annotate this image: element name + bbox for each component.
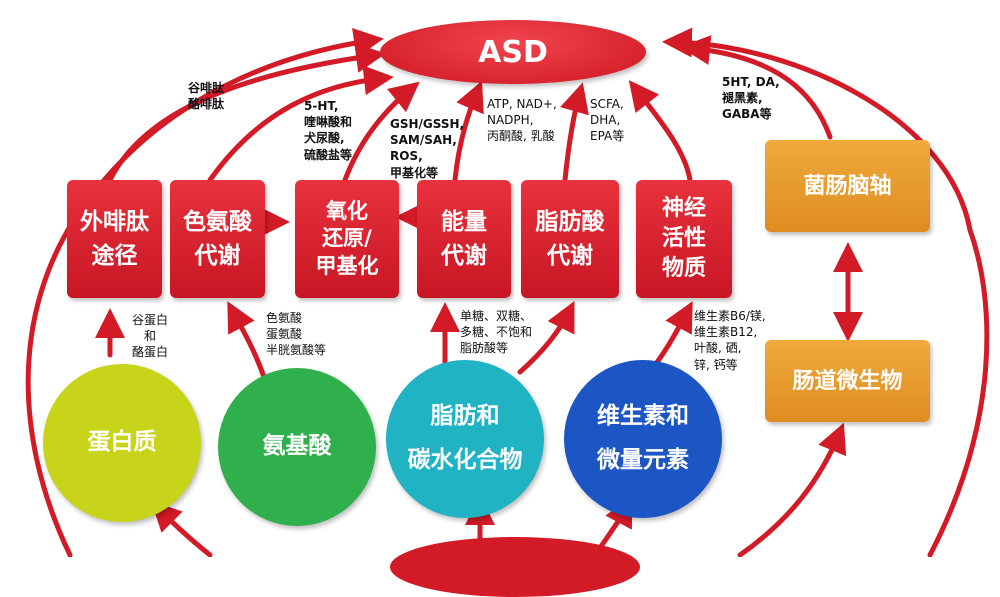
label-redox-products: GSH/GSSH, SAM/SAH, ROS, 甲基化等 [390, 117, 465, 180]
fat-carbohydrate-node: 脂肪和 碳水化合物 [386, 360, 544, 518]
label-sugars: 单糖、双糖、 多糖、不饱和 脂肪酸等 [460, 309, 533, 356]
amino-acid-node: 氨基酸 [218, 368, 376, 526]
label-fatty-products: SCFA, DHA, EPA等 [590, 97, 625, 144]
tryptophan-metabolism: 色氨酸 代谢 [170, 180, 265, 298]
arrow-redox-to-asd [342, 81, 420, 183]
energy-metabolism: 能量 代谢 [417, 180, 511, 298]
asd-node: ASD [380, 20, 646, 84]
label-neuro-products: 5HT, DA, 褪黑素, GABA等 [722, 75, 780, 122]
arrow-bottom-to-microbiota [737, 422, 847, 557]
diagram-arrows [25, 27, 990, 557]
gut-brain-axis: 菌肠脑轴 [765, 140, 930, 232]
arrow-neuro-to-asd [628, 80, 693, 183]
arrow-energy-to-asd [452, 80, 484, 183]
arrow-opioid-to-asd [107, 42, 386, 183]
label-amino-acids: 色氨酸 蛋氨酸 半胱氨酸等 [266, 311, 327, 358]
arrow-outer-right [662, 27, 990, 557]
arrow-tryptophan-to-asd [207, 65, 394, 183]
arrow-gutbrain-to-asd [680, 35, 833, 140]
gut-microbiota: 肠道微生物 [765, 340, 930, 422]
arrow-amino-to-tryptophan [227, 301, 268, 383]
arrow-bottom-to-protein [150, 500, 213, 557]
vitamin-mineral-node: 维生素和 微量元素 [564, 360, 722, 518]
label-energy-products: ATP, NAD+, NADPH, 丙酮酸, 乳酸 [487, 97, 557, 144]
label-protein-products: 谷蛋白 和 酪蛋白 [132, 313, 169, 360]
neuroactive-substances: 神经 活性 物质 [636, 180, 732, 298]
arrow-fatty-to-asd [560, 82, 589, 183]
label-vitamins: 维生素B6/镁, 维生素B12, 叶酸, 硒, 锌, 钙等 [694, 309, 766, 372]
arrow-carbs-to-fatty [517, 301, 575, 375]
label-opioid-peptides: 谷啡肽 酪啡肽 [188, 81, 225, 112]
protein-node: 蛋白质 [43, 364, 201, 522]
arrow-vitamins-to-neuro [652, 301, 693, 368]
fatty-acid-metabolism: 脂肪酸 代谢 [521, 180, 619, 298]
opioid-peptide-pathway: 外啡肽 途径 [67, 180, 162, 298]
label-tryptophan-products: 5-HT, 喹啉酸和 犬尿酸, 硫酸盐等 [304, 99, 353, 162]
bottom-source-node [390, 537, 640, 597]
redox-methylation: 氧化 还原/ 甲基化 [295, 180, 399, 298]
